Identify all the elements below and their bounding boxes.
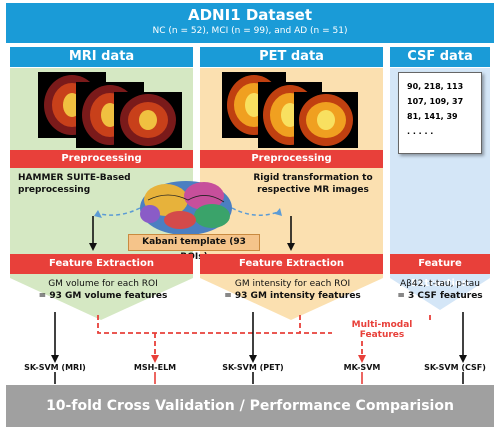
mri-feature-extraction-bar: Feature Extraction xyxy=(10,254,193,274)
pet-preprocessing-bar: Preprocessing xyxy=(200,150,383,168)
multimodal-line xyxy=(97,315,430,334)
csf-value-row: . . . . . xyxy=(407,127,434,136)
dashed-arrowhead-left xyxy=(94,210,102,218)
csf-output-arrowhead xyxy=(459,355,467,363)
kabani-template-label: Kabani template (93 ROIs) xyxy=(128,234,260,262)
dashed-arrow-left xyxy=(99,207,141,216)
output-sk-svm-pet: SK-SVM (PET) xyxy=(222,363,284,372)
mk-svm-arrowhead xyxy=(358,355,366,363)
dashed-arrowhead-right xyxy=(275,208,282,216)
csf-feature-extraction-bar: Feature Extraction xyxy=(390,254,490,289)
pet-arrowhead-1 xyxy=(287,243,295,251)
pet-title: PET data xyxy=(200,47,383,67)
mri-feature-line-2: = 93 GM volume features xyxy=(38,291,168,301)
dataset-header: ADNI1 Dataset NC (n = 52), MCI (n = 99),… xyxy=(6,3,494,43)
csf-values-box: 90, 218, 113 107, 109, 37 81, 141, 39 . … xyxy=(398,72,482,154)
pet-output-arrowhead xyxy=(249,355,257,363)
dashed-arrow-right xyxy=(231,207,279,216)
mri-title: MRI data xyxy=(10,47,193,67)
dataset-title: ADNI1 Dataset xyxy=(188,6,312,24)
csf-feature-line-2: = 3 CSF features xyxy=(397,291,483,301)
csf-value-row: 90, 218, 113 xyxy=(407,82,464,91)
mri-scan-images xyxy=(38,72,182,148)
brain-illustration xyxy=(140,181,232,235)
mri-preprocessing-bar: Preprocessing xyxy=(10,150,193,168)
pet-feature-line-2: = 93 GM intensity features xyxy=(224,291,361,301)
mri-arrowhead-1 xyxy=(89,243,97,251)
mri-feature-note: GM volume for each ROI = 93 GM volume fe… xyxy=(18,278,188,302)
multimodal-features-label: Multi-modal Features xyxy=(332,320,432,340)
csf-feature-note: Aβ42, t-tau, p-tau = 3 CSF features xyxy=(392,278,488,302)
dataset-subtitle: NC (n = 52), MCI (n = 99), and AD (n = 5… xyxy=(152,26,348,36)
output-msh-elm: MSH-ELM xyxy=(133,363,177,372)
csf-value-row: 81, 141, 39 xyxy=(407,112,458,121)
csf-value-row: 107, 109, 37 xyxy=(407,97,464,106)
pet-feature-line-1: GM intensity for each ROI xyxy=(234,279,351,289)
csf-feature-line-1: Aβ42, t-tau, p-tau xyxy=(399,279,481,289)
pet-prep-note: Rigid transformation to respective MR im… xyxy=(253,173,373,195)
pet-feature-extraction-bar: Feature Extraction xyxy=(200,254,383,274)
mri-prep-note: HAMMER SUITE-Based preprocessing xyxy=(18,173,131,195)
output-sk-svm-csf: SK-SVM (CSF) xyxy=(424,363,486,372)
csf-title: CSF data xyxy=(390,47,490,67)
output-mk-svm: MK-SVM xyxy=(343,363,381,372)
msh-elm-arrowhead xyxy=(151,355,159,363)
mri-output-arrowhead xyxy=(51,355,59,363)
cross-validation-bar: 10-fold Cross Validation / Performance C… xyxy=(6,385,494,427)
mri-feature-line-1: GM volume for each ROI xyxy=(48,279,158,289)
pet-feature-note: GM intensity for each ROI = 93 GM intens… xyxy=(205,278,380,302)
output-sk-svm-mri: SK-SVM (MRI) xyxy=(24,363,86,372)
pet-scan-images xyxy=(222,72,358,148)
